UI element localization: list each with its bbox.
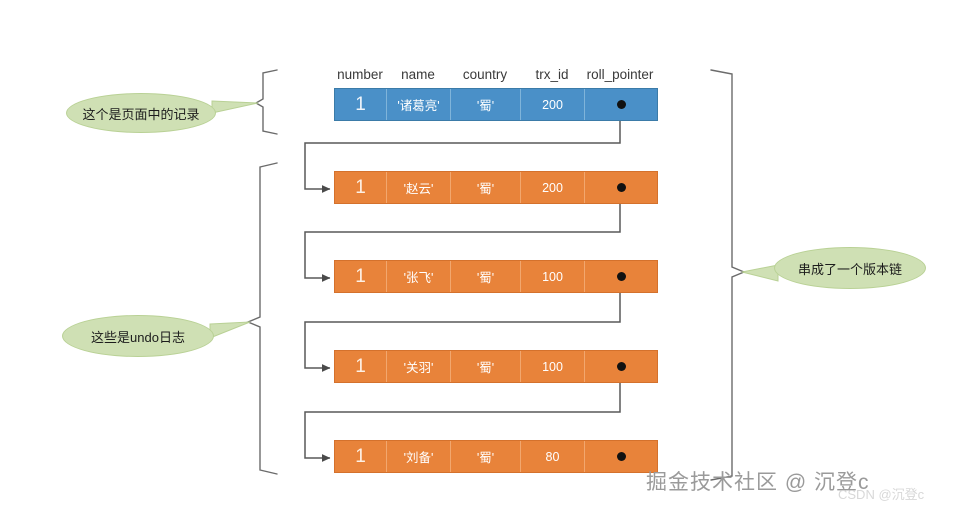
- callout-tail-undo-log: [209, 321, 251, 339]
- undo-record-row[interactable]: 1 '刘备' '蜀' 80: [334, 440, 658, 473]
- cell-roll-pointer: [585, 172, 657, 203]
- cell-name: '关羽': [387, 351, 451, 382]
- cell-country: '蜀': [451, 89, 521, 120]
- cell-name: '张飞': [387, 261, 451, 292]
- column-header-name: name: [401, 67, 435, 82]
- cell-name: '赵云': [387, 172, 451, 203]
- callout-tail-version-chain: [741, 264, 779, 282]
- bracket-page-record: [254, 69, 278, 135]
- callout-page-record: 这个是页面中的记录: [66, 93, 216, 133]
- cell-trx-id: 80: [521, 441, 585, 472]
- column-header-country: country: [462, 67, 508, 82]
- bracket-undo-logs: [246, 162, 278, 475]
- callout-tail-page-record: [211, 100, 259, 114]
- cell-number: 1: [335, 351, 387, 382]
- cell-country: '蜀': [451, 261, 521, 292]
- bracket-version-chain: [710, 69, 746, 481]
- pointer-dot-icon: [616, 362, 626, 371]
- column-header-trx-id: trx_id: [535, 67, 569, 82]
- pointer-dot-icon: [616, 100, 626, 109]
- callout-undo-log: 这些是undo日志: [62, 315, 214, 357]
- undo-record-row[interactable]: 1 '赵云' '蜀' 200: [334, 171, 658, 204]
- column-header-number: number: [337, 67, 383, 82]
- watermark-primary: 掘金技术社区 @ 沉登c: [646, 471, 870, 494]
- page-record-row[interactable]: 1 '诸葛亮' '蜀' 200: [334, 88, 658, 121]
- watermark-secondary: CSDN @沉登c: [838, 487, 925, 502]
- cell-name: '刘备': [387, 441, 451, 472]
- cell-country: '蜀': [451, 351, 521, 382]
- undo-record-row[interactable]: 1 '张飞' '蜀' 100: [334, 260, 658, 293]
- cell-number: 1: [335, 261, 387, 292]
- cell-trx-id: 100: [521, 351, 585, 382]
- cell-number: 1: [335, 441, 387, 472]
- column-header-row: number name country trx_id roll_pointer: [334, 64, 656, 86]
- cell-trx-id: 200: [521, 89, 585, 120]
- cell-name: '诸葛亮': [387, 89, 451, 120]
- cell-country: '蜀': [451, 172, 521, 203]
- cell-trx-id: 100: [521, 261, 585, 292]
- pointer-dot-icon: [616, 452, 626, 461]
- pointer-dot-icon: [616, 183, 626, 192]
- column-header-roll-pointer: roll_pointer: [586, 67, 654, 82]
- pointer-dot-icon: [616, 272, 626, 281]
- cell-trx-id: 200: [521, 172, 585, 203]
- callout-version-chain: 串成了一个版本链: [774, 247, 926, 289]
- cell-roll-pointer: [585, 441, 657, 472]
- cell-roll-pointer: [585, 261, 657, 292]
- cell-number: 1: [335, 172, 387, 203]
- cell-number: 1: [335, 89, 387, 120]
- cell-roll-pointer: [585, 351, 657, 382]
- cell-roll-pointer: [585, 89, 657, 120]
- undo-record-row[interactable]: 1 '关羽' '蜀' 100: [334, 350, 658, 383]
- cell-country: '蜀': [451, 441, 521, 472]
